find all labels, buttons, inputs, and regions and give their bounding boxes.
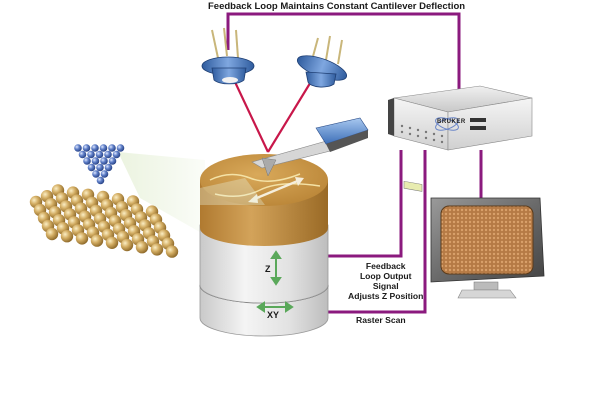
z-axis-arrow [270, 250, 282, 286]
laser-beams [234, 79, 313, 153]
piezo-scanner [199, 154, 329, 337]
feedback-label-line: Feedback [365, 261, 406, 271]
feedback-label-line: Loop Output [359, 271, 412, 281]
xy-axis-arrow [256, 301, 294, 313]
monitor-screen [440, 205, 534, 275]
controller-brand-label: BRUKER [437, 119, 466, 125]
photodetector [296, 35, 348, 88]
diagram-title: Feedback Loop Maintains Constant Cantile… [208, 1, 466, 12]
bruker-logo-icon [435, 117, 459, 131]
monitor [430, 197, 545, 299]
zoom-beam [118, 152, 205, 235]
scan-arrow [251, 178, 301, 202]
feedback-label-line: Adjusts Z Position [348, 291, 424, 301]
controller-box [388, 85, 533, 192]
piezo-z-section [199, 224, 329, 304]
xy-axis-label: XY [267, 310, 280, 320]
sample-top [200, 154, 328, 206]
xy-raster-wire [320, 150, 427, 314]
cantilever [251, 117, 369, 177]
z-feedback-wire [320, 150, 403, 258]
top-feedback-wire [226, 12, 461, 100]
feedback-signal-label: Feedback Loop Output Signal Adjusts Z Po… [348, 261, 423, 301]
raster-scan-label: Raster Scan [356, 315, 406, 325]
feedback-wires [226, 12, 483, 314]
laser-diode [201, 27, 255, 85]
gold-atom-surface [29, 144, 179, 258]
z-axis-label: Z [265, 264, 271, 274]
feedback-label-line: Signal [372, 281, 399, 291]
